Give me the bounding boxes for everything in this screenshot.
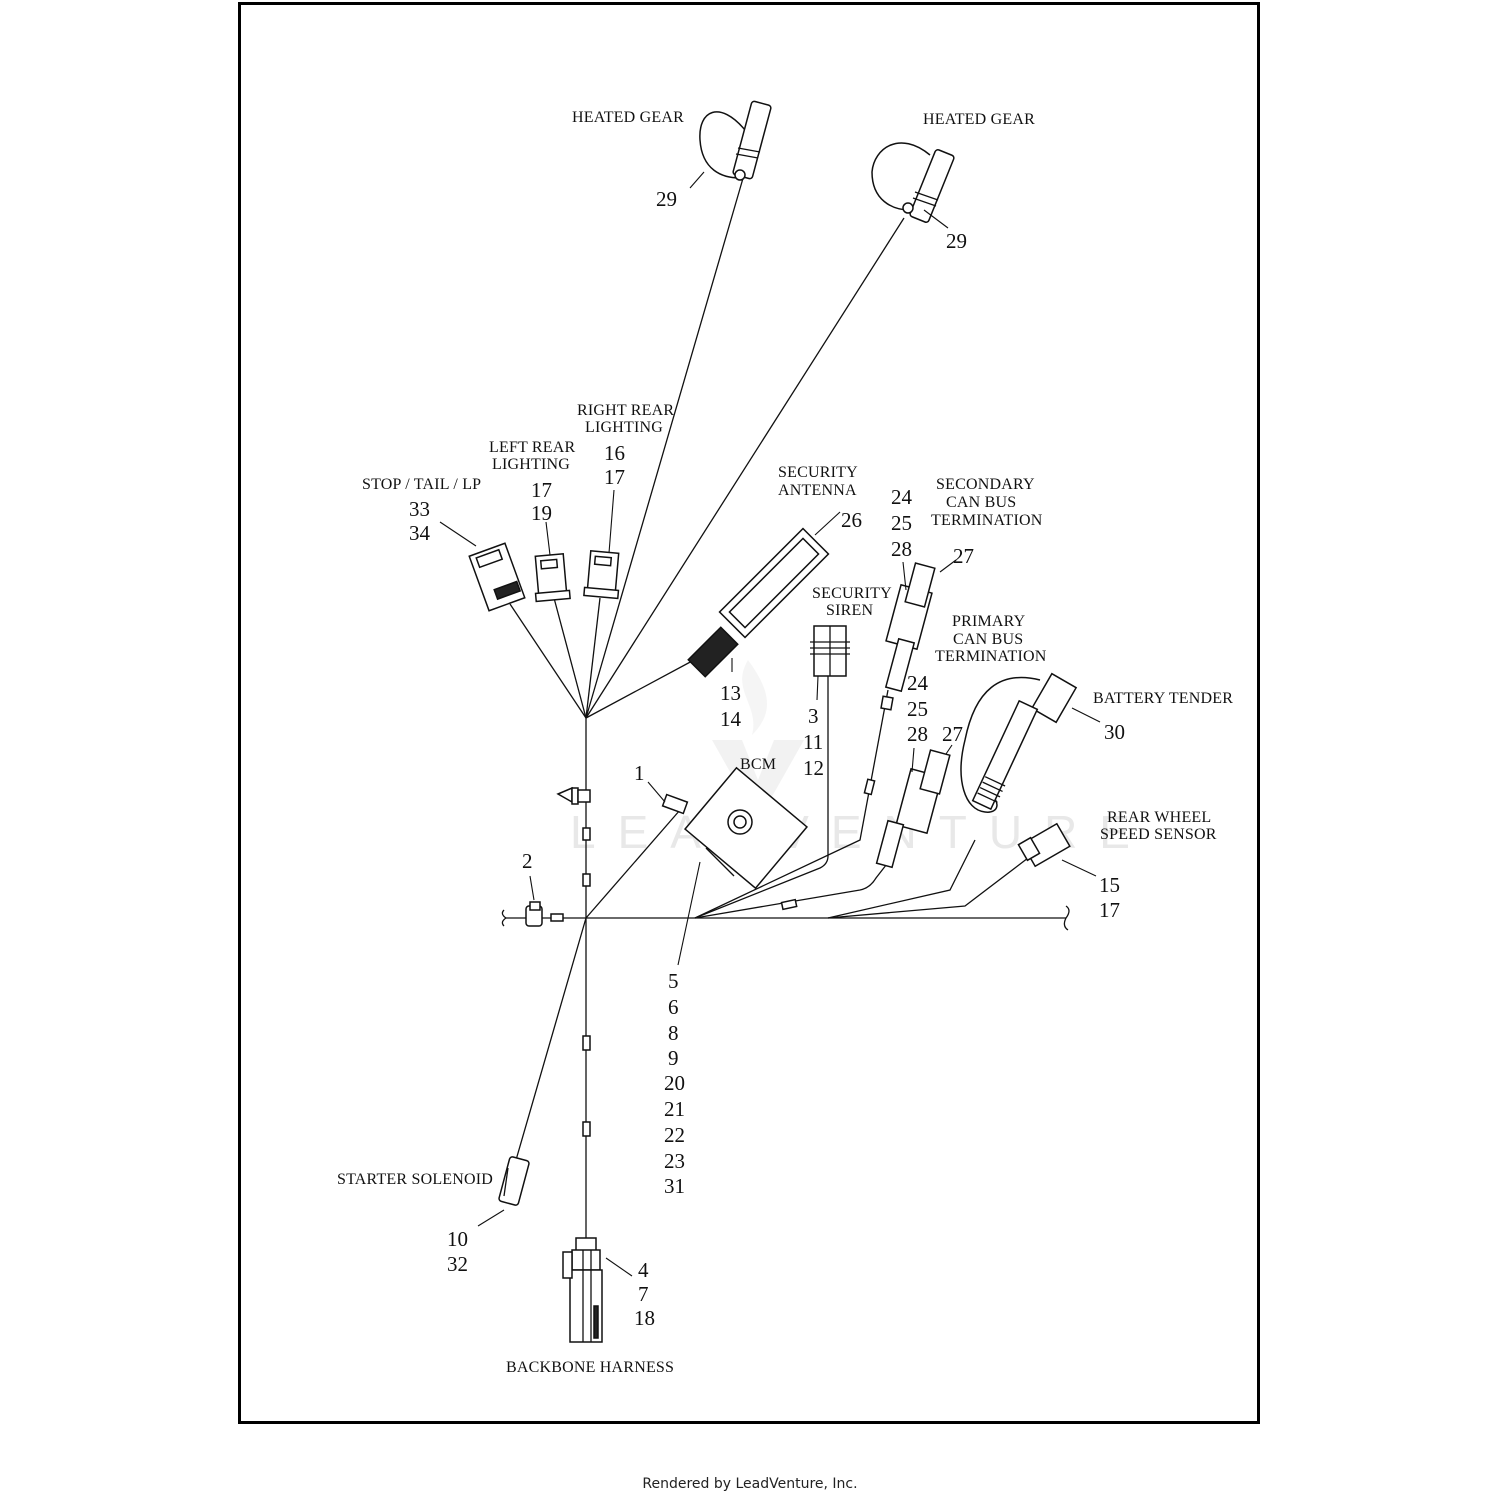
label-secondary-can-1: SECONDARY xyxy=(936,476,1035,493)
label-bcm: BCM xyxy=(740,756,776,773)
label-left-rear-lighting-2: LIGHTING xyxy=(492,456,570,473)
footer-credit: Rendered by LeadVenture, Inc. xyxy=(642,1476,858,1492)
callout-33: 33 xyxy=(409,497,430,521)
callout-23: 23 xyxy=(664,1149,685,1173)
label-primary-can-1: PRIMARY xyxy=(952,613,1026,630)
callout-3: 3 xyxy=(808,704,819,728)
label-security-siren-1: SECURITY xyxy=(812,585,892,602)
label-battery-tender: BATTERY TENDER xyxy=(1093,690,1233,707)
callout-7: 7 xyxy=(638,1282,649,1306)
label-right-rear-lighting-1: RIGHT REAR xyxy=(577,402,674,419)
callout-5: 5 xyxy=(668,969,679,993)
harness-clip[interactable] xyxy=(525,901,543,927)
label-primary-can-3: TERMINATION xyxy=(935,648,1047,665)
callout-25-secondary: 25 xyxy=(891,511,912,535)
starter-solenoid-connector[interactable] xyxy=(498,1156,530,1206)
secondary-can-bus-termination[interactable] xyxy=(884,562,936,693)
primary-can-bus-termination[interactable] xyxy=(875,749,951,869)
security-siren-connector[interactable] xyxy=(810,625,850,677)
callout-34: 34 xyxy=(409,521,431,545)
battery-tender-lead[interactable] xyxy=(960,672,1078,813)
label-security-antenna-2: ANTENNA xyxy=(778,482,857,499)
callout-19: 19 xyxy=(531,501,552,525)
callout-10: 10 xyxy=(447,1227,468,1251)
callout-28-primary: 28 xyxy=(907,722,928,746)
security-antenna[interactable] xyxy=(687,527,830,678)
callout-14: 14 xyxy=(720,707,742,731)
callout-11: 11 xyxy=(803,730,823,754)
callout-24-primary: 24 xyxy=(907,671,929,695)
callout-32: 32 xyxy=(447,1252,468,1276)
heated-gear-connector-right[interactable] xyxy=(871,142,955,223)
label-security-siren-2: SIREN xyxy=(826,602,873,619)
callout-6: 6 xyxy=(668,995,679,1019)
label-starter-solenoid: STARTER SOLENOID xyxy=(337,1171,493,1188)
callout-8: 8 xyxy=(668,1021,679,1045)
label-secondary-can-2: CAN BUS xyxy=(946,494,1016,511)
left-rear-lighting-connector[interactable] xyxy=(534,553,571,603)
label-right-rear-lighting-2: LIGHTING xyxy=(585,419,663,436)
callout-22: 22 xyxy=(664,1123,685,1147)
label-primary-can-2: CAN BUS xyxy=(953,631,1023,648)
callout-28-secondary: 28 xyxy=(891,537,912,561)
callout-1: 1 xyxy=(634,761,645,785)
callout-18: 18 xyxy=(634,1306,655,1330)
callout-26: 26 xyxy=(841,508,862,532)
callout-2: 2 xyxy=(522,849,533,873)
callout-30: 30 xyxy=(1104,720,1125,744)
bcm-module[interactable] xyxy=(661,766,809,890)
callout-17-right: 17 xyxy=(604,465,625,489)
callout-17-speed: 17 xyxy=(1099,898,1120,922)
heated-gear-connector-left[interactable] xyxy=(699,100,772,181)
label-left-rear-lighting-1: LEFT REAR xyxy=(489,439,576,456)
label-rear-wheel-speed-1: REAR WHEEL xyxy=(1107,809,1211,826)
label-stop-tail-lp: STOP / TAIL / LP xyxy=(362,476,481,493)
label-heated-gear-left: HEATED GEAR xyxy=(572,109,684,126)
callout-16: 16 xyxy=(604,441,625,465)
labels: HEATED GEAR 29 HEATED GEAR 29 RIGHT REAR… xyxy=(337,109,1233,1376)
callout-24-secondary: 24 xyxy=(891,485,913,509)
backbone-harness-connector[interactable] xyxy=(562,1237,603,1343)
callout-27-primary: 27 xyxy=(942,722,963,746)
callout-13: 13 xyxy=(720,681,741,705)
push-pin-anchor[interactable] xyxy=(556,786,591,805)
callout-4: 4 xyxy=(638,1258,649,1282)
callout-25-primary: 25 xyxy=(907,697,928,721)
callout-20: 20 xyxy=(664,1071,685,1095)
callout-31: 31 xyxy=(664,1174,685,1198)
label-secondary-can-3: TERMINATION xyxy=(931,512,1043,529)
label-rear-wheel-speed-2: SPEED SENSOR xyxy=(1100,826,1217,843)
watermark-logo-icon xyxy=(712,660,804,800)
callout-12: 12 xyxy=(803,756,824,780)
callout-29-left: 29 xyxy=(656,187,677,211)
diagram-frame xyxy=(238,2,1260,1424)
label-heated-gear-right: HEATED GEAR xyxy=(923,111,1035,128)
callout-29-right: 29 xyxy=(946,229,967,253)
callout-15: 15 xyxy=(1099,873,1120,897)
label-security-antenna-1: SECURITY xyxy=(778,464,858,481)
callout-21: 21 xyxy=(664,1097,685,1121)
wire-sleeves xyxy=(550,695,894,1137)
callout-17-left: 17 xyxy=(531,478,552,502)
stop-tail-lp-connector[interactable] xyxy=(468,542,526,612)
callout-9: 9 xyxy=(668,1046,679,1070)
callout-27-secondary: 27 xyxy=(953,544,974,568)
label-backbone-harness: BACKBONE HARNESS xyxy=(506,1359,674,1376)
leader-lines xyxy=(439,171,1101,1277)
harness-wires xyxy=(501,167,1070,1240)
rear-wheel-speed-sensor-connector[interactable] xyxy=(1017,822,1071,868)
right-rear-lighting-connector[interactable] xyxy=(583,550,620,600)
